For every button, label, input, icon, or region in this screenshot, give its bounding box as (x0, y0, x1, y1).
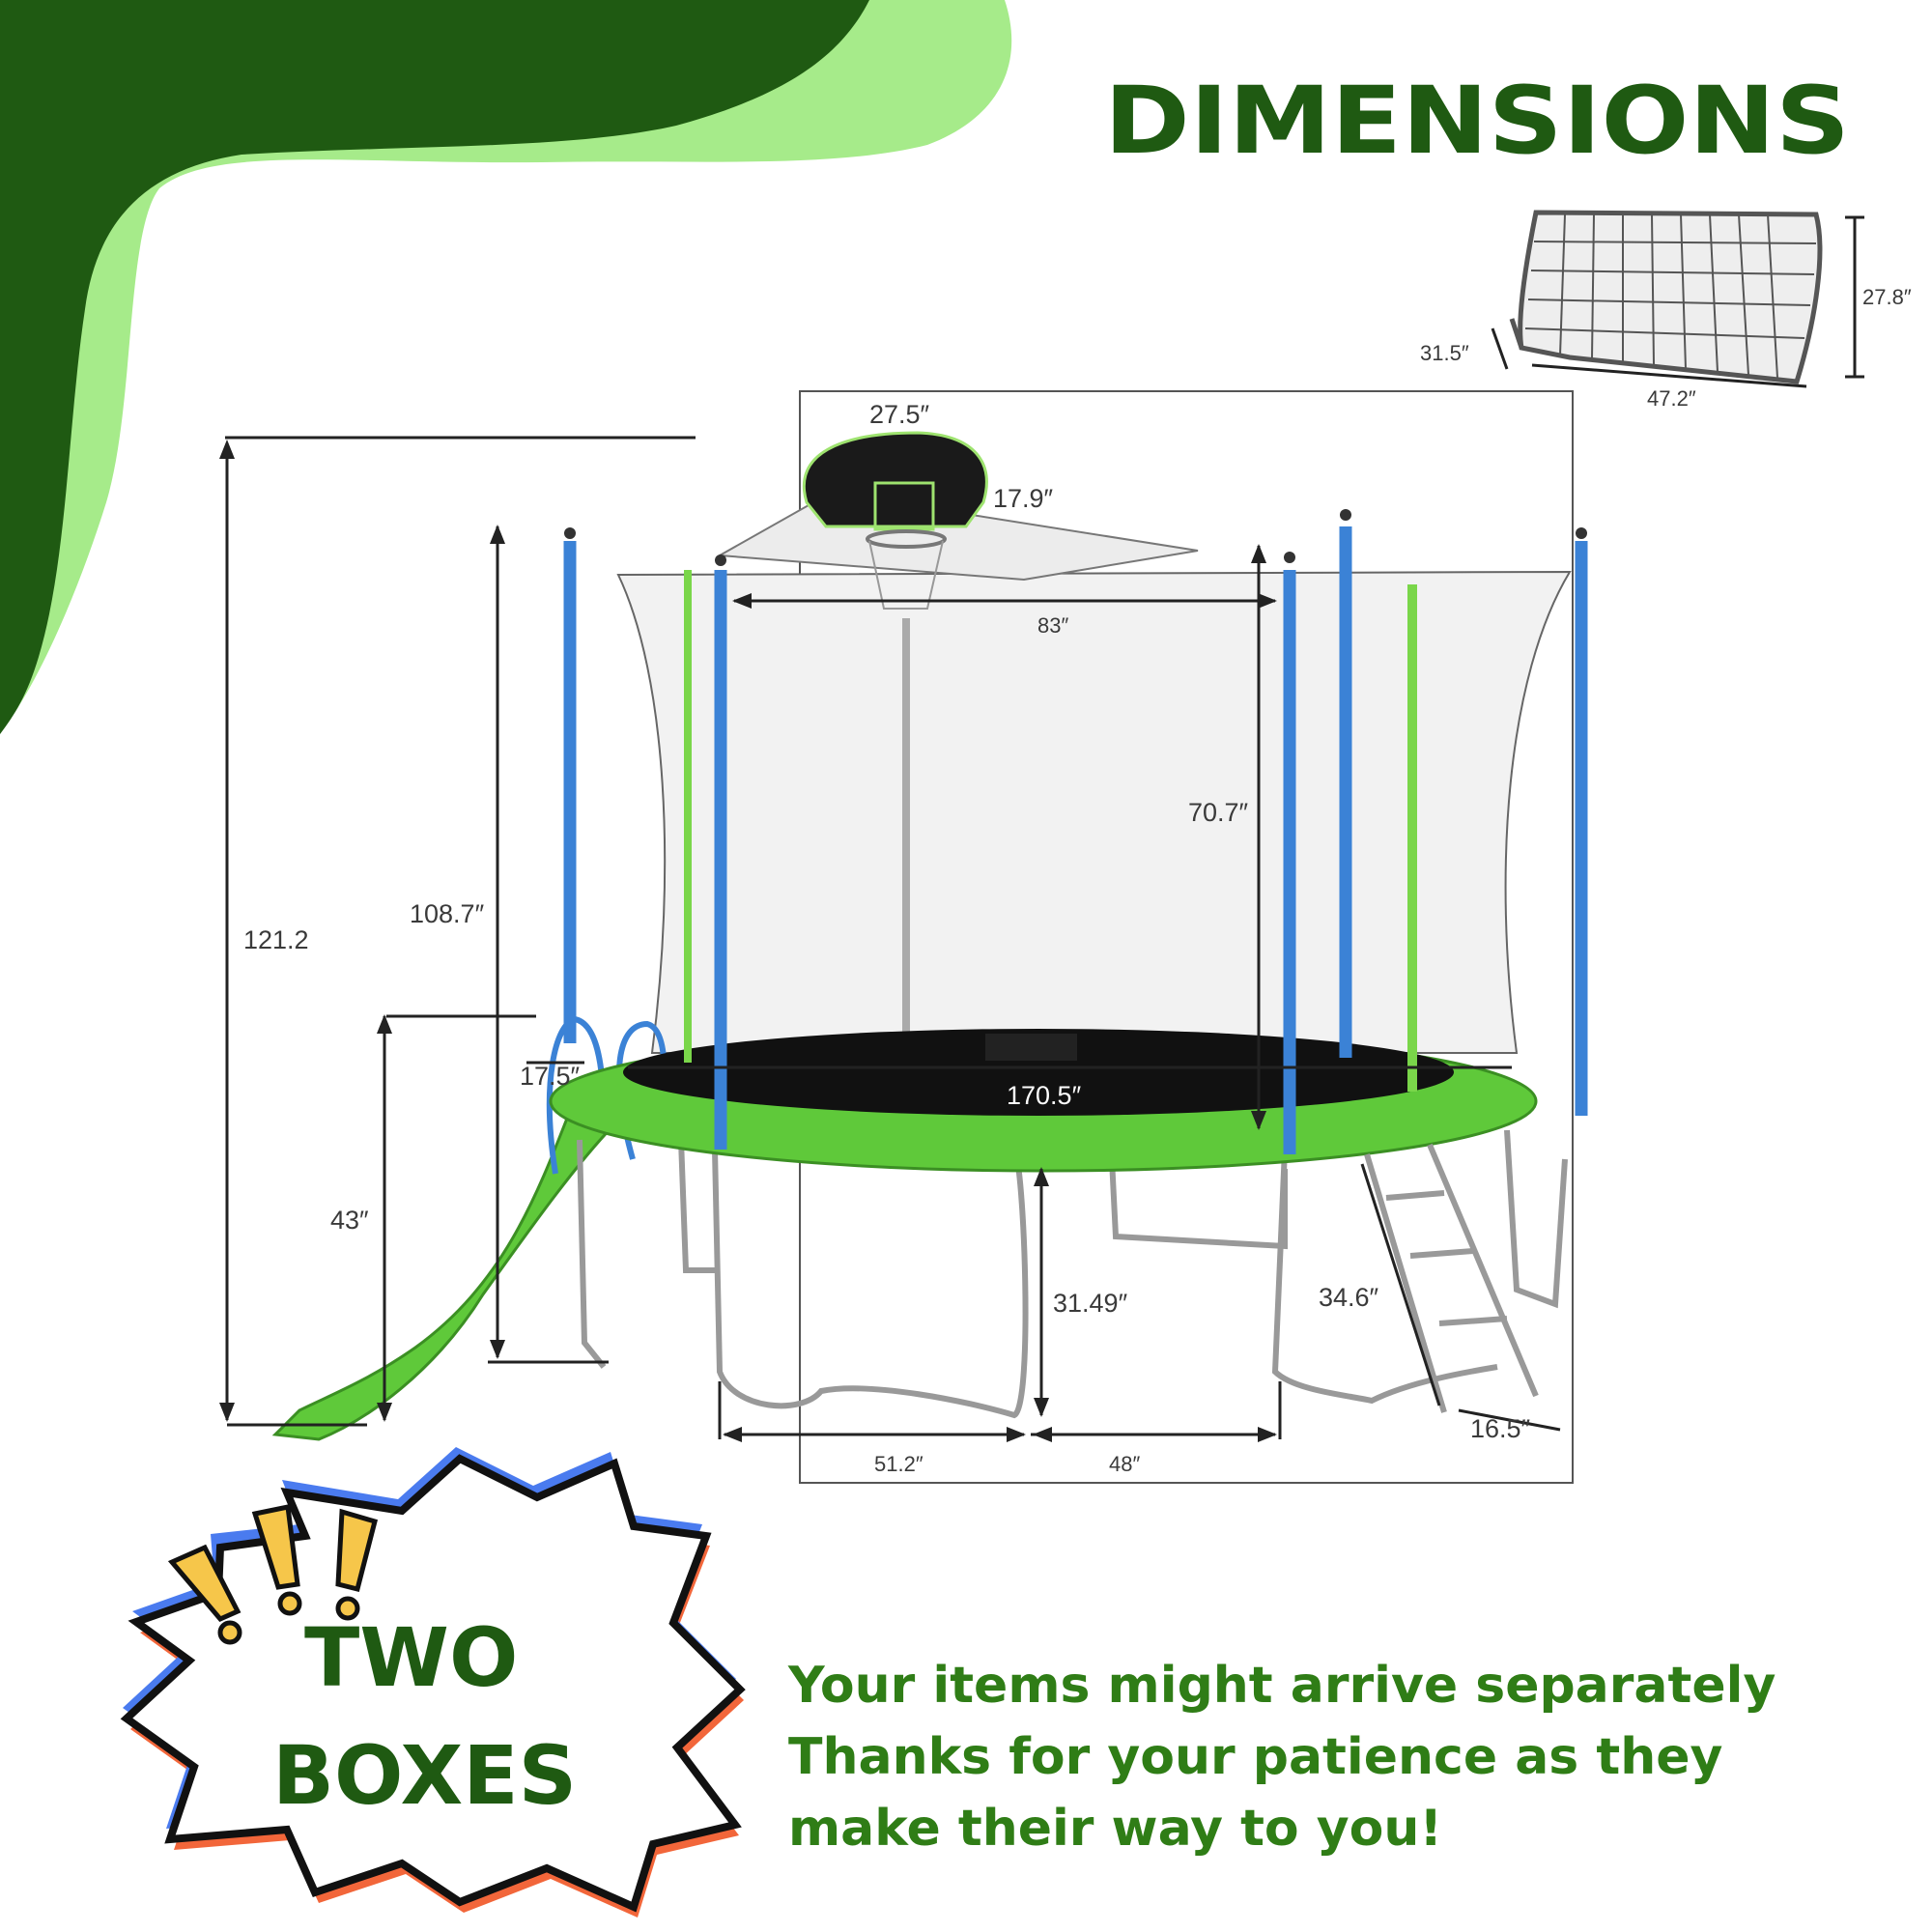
slide (271, 1109, 622, 1441)
goal-height-label: 27.8″ (1862, 285, 1912, 309)
ladder-height-label: 34.6″ (1319, 1283, 1379, 1312)
slide-height-label: 43″ (330, 1206, 369, 1235)
net-height-label: 108.7″ (410, 899, 485, 928)
badge-line-1: TWO (304, 1610, 518, 1705)
mat-diameter-label: 170.5″ (1007, 1081, 1082, 1110)
trampoline-legs (577, 1129, 1568, 1419)
exclamation-marks-icon (167, 1504, 379, 1645)
goal-dimension-lines (1491, 215, 1864, 388)
hoop-height-label: 17.9″ (993, 484, 1054, 513)
ladder-width-label: 16.5″ (1470, 1414, 1531, 1443)
enclosure-net (616, 570, 1572, 1054)
notice-line-1: Your items might arrive separately (788, 1657, 1776, 1715)
dimension-arrowheads (219, 440, 1277, 1442)
leg-height-label: 31.49″ (1053, 1289, 1128, 1318)
hoop-width-label: 27.5″ (869, 400, 930, 429)
enclosure-poles (563, 526, 1588, 1154)
enclosure-height-label: 70.7″ (1188, 798, 1249, 827)
dimension-lines (225, 436, 1561, 1439)
base-right-label: 48″ (1109, 1452, 1140, 1476)
mat-patch (985, 1034, 1077, 1061)
pole-caps (564, 509, 1587, 566)
enclosure-top-label: 83″ (1037, 613, 1068, 638)
badge-line-2: BOXES (272, 1728, 577, 1823)
goal-depth-label: 31.5″ (1420, 341, 1469, 365)
page-title: DIMENSIONS (1104, 67, 1850, 175)
shipping-notice: Your items might arrive separately Thank… (788, 1650, 1909, 1864)
base-left-label: 51.2″ (874, 1452, 923, 1476)
notice-line-2: Thanks for your patience as they (788, 1728, 1723, 1786)
total-height-label: 121.2 (243, 925, 309, 954)
notice-line-3: make their way to you! (788, 1800, 1443, 1858)
ladder (1364, 1143, 1539, 1413)
slide-width-label: 17.5″ (520, 1062, 581, 1091)
dark-green-wave (0, 0, 869, 734)
trampoline-mat (623, 1029, 1454, 1116)
basketball-hoop (802, 431, 988, 610)
goal-width-label: 47.2″ (1647, 386, 1696, 411)
soccer-goal (1509, 210, 1823, 384)
